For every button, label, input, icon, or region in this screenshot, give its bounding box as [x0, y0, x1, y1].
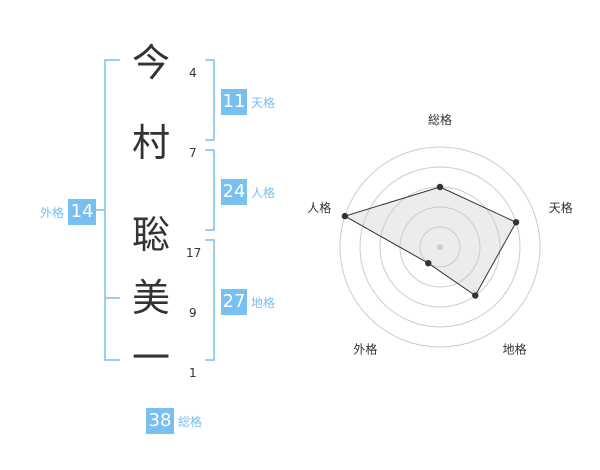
radar-axis-label-2: 天格	[549, 200, 573, 215]
radar-point-2	[512, 219, 520, 226]
radar-center-dot	[437, 244, 443, 250]
radar-axis-label-3: 地格	[503, 342, 527, 357]
chikaku-value: 27	[221, 289, 247, 315]
radar-axis-label-1: 総格	[428, 112, 452, 127]
tenkaku-label: 天格	[251, 95, 276, 110]
stroke-count-3: 17	[186, 246, 202, 260]
jinkaku-value: 24	[221, 179, 247, 205]
tenkaku-value: 11	[221, 89, 247, 115]
radar-point-4	[425, 259, 432, 267]
soukaku-label: 総格	[178, 414, 203, 429]
chikaku-bracket	[205, 239, 215, 361]
radar-grid-ring-5	[339, 146, 541, 348]
radar-point-5	[341, 212, 349, 220]
jinkaku-bracket	[205, 149, 215, 231]
radar-grid-ring-4	[359, 166, 521, 328]
gaikaku-badge: 外格 14	[36, 199, 97, 225]
stroke-count-2: 7	[189, 146, 197, 160]
radar-point-1	[436, 183, 444, 191]
tenkaku-badge: 11 天格	[221, 89, 279, 115]
jinkaku-label: 人格	[251, 185, 276, 200]
soukaku-value: 38	[146, 408, 174, 434]
name-char-3: 聡	[131, 213, 170, 257]
stroke-count-5: 1	[189, 366, 197, 380]
gaikaku-label: 外格	[40, 205, 65, 220]
soukaku-badge: 38 総格	[146, 408, 206, 434]
name-char-5: 一	[131, 336, 170, 380]
radar-grid-ring-1	[419, 226, 461, 268]
name-char-1: 今	[131, 41, 170, 85]
radar-axis-label-4: 外格	[353, 342, 377, 357]
tenkaku-bracket	[205, 59, 215, 141]
chikaku-badge: 27 地格	[221, 289, 279, 315]
chikaku-label: 地格	[251, 295, 276, 310]
gaikaku-value: 14	[68, 199, 97, 225]
stroke-count-1: 4	[189, 66, 197, 80]
radar-value-polygon	[343, 186, 517, 297]
radar-point-3	[472, 292, 479, 299]
radar-axis-label-5: 人格	[307, 200, 331, 215]
stroke-count-4: 9	[189, 306, 197, 320]
name-char-4: 美	[131, 276, 170, 320]
jinkaku-badge: 24 人格	[221, 179, 279, 205]
outer-bracket	[104, 59, 120, 361]
name-char-2: 村	[131, 121, 170, 165]
